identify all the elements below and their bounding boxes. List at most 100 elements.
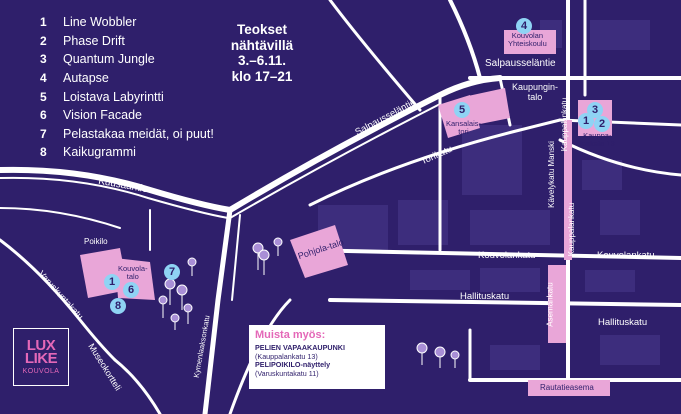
exhibition-hours: klo 17–21 [231, 68, 293, 84]
building-label: Rautatieasema [540, 383, 594, 392]
exhibition-info: Teokset nähtävillä 3.–6.11. klo 17–21 [222, 22, 302, 84]
tree-icon [416, 342, 428, 365]
trees [158, 237, 460, 368]
info-line: PELIEN VAPAAKAUPUNKI [255, 343, 345, 352]
road-kuusaantie-b [0, 176, 229, 219]
info-title: Muista myös: [255, 329, 326, 341]
city-block [582, 160, 622, 190]
marker-1[interactable]: 1 [104, 274, 120, 290]
logo-word: LIKE [24, 350, 58, 367]
building-label: Kaupungin- talo [512, 82, 558, 102]
city-block [490, 345, 540, 370]
tree-icon [183, 303, 193, 324]
legend-label: Vision Facade [63, 108, 142, 123]
legend-number: 8 [40, 145, 47, 160]
building-kavelykatu [564, 120, 572, 260]
city-block [585, 270, 635, 292]
legend-number: 7 [40, 126, 47, 141]
street-label: Kävelykatu Manski [546, 141, 556, 208]
legend-item: 3 Quantum Jungle [40, 50, 214, 69]
legend-label: Quantum Jungle [63, 52, 155, 67]
building-label: Kouvola- talo [118, 265, 148, 281]
road-north [448, 0, 482, 80]
street-label: Kouvolankatu [478, 250, 536, 261]
street-label: Salpausseläntie [485, 58, 556, 69]
legend-number: 6 [40, 108, 47, 123]
building-label-line: Yhteiskoulu [508, 39, 547, 48]
road-kouvolankatu [298, 248, 681, 260]
legend-label: Phase Drift [63, 33, 125, 48]
street-label: Kouvolankatu [597, 250, 655, 261]
tree-icon [176, 284, 188, 310]
city-block [600, 335, 660, 365]
city-block [480, 268, 540, 292]
building-kaupungintalo [468, 88, 510, 125]
road-kymenlaaksonkatu [202, 207, 233, 414]
marker-5[interactable]: 5 [454, 102, 470, 118]
tree-icon [252, 242, 264, 270]
road-kymenlaaksonkatu-b [231, 214, 241, 301]
building-pohjola [290, 225, 348, 278]
building-rautatieasema [528, 380, 610, 396]
building-asemankatu [548, 265, 566, 343]
city-block [410, 270, 470, 290]
city-block [470, 210, 550, 245]
building-label: Poikilo [84, 237, 108, 246]
road-east-2 [558, 138, 681, 177]
marker-6[interactable]: 6 [123, 282, 139, 298]
info-line: PELIPOIKILO-näyttely [255, 360, 331, 370]
building-yhteiskoulu [504, 30, 556, 54]
tree-icon [158, 295, 168, 318]
street-label: Kauppalankatu [560, 97, 570, 152]
marker-8[interactable]: 8 [110, 298, 126, 314]
building-label: Kouvolan Yhteiskoulu [508, 32, 547, 48]
legend-number: 1 [40, 15, 47, 30]
city-block [590, 20, 650, 50]
street-label: Hallituskatu [598, 317, 648, 328]
tree-icon [258, 249, 270, 275]
exhibition-subtitle: nähtävillä [230, 37, 294, 53]
building-label-line: Kaupungin- [512, 82, 559, 92]
building-label: Kansalais- tori [446, 120, 481, 136]
building-label-line: talo [527, 92, 543, 102]
road-hallituskatu [328, 298, 681, 307]
luxlike-logo: LUX LIKE KOUVOLA [13, 328, 69, 386]
building-label-line: lankatu 13 [580, 139, 615, 148]
road-north-2 [328, 0, 422, 112]
tree-icon [450, 350, 460, 368]
legend-number: 4 [40, 71, 47, 86]
building-label-line: Kouvolan [511, 31, 544, 40]
building-label-line: Kauppa- [583, 131, 612, 140]
legend-label: Kaikugrammi [63, 145, 136, 160]
marker-7[interactable]: 7 [164, 264, 180, 280]
road-torikatu [308, 118, 562, 207]
city-block [600, 200, 640, 235]
street-label: Kauppalankatu [567, 202, 577, 257]
legend-label: Line Wobbler [63, 15, 137, 30]
legend-item: 6 Vision Facade [40, 106, 214, 125]
road-museokortteli [113, 358, 162, 414]
marker-2[interactable]: 2 [594, 116, 610, 132]
legend-number: 3 [40, 52, 47, 67]
street-label: Hallituskatu [460, 291, 510, 302]
logo-subtitle: KOUVOLA [22, 368, 60, 375]
logo-word: LUX [26, 337, 56, 354]
tree-icon [170, 313, 180, 330]
marker-1[interactable]: 1 [578, 113, 594, 129]
info-box: Muista myös: PELIEN VAPAAKAUPUNKI (Kaupp… [249, 325, 385, 389]
tree-icon [434, 346, 446, 368]
building-label-line: talo [126, 272, 139, 281]
marker-4[interactable]: 4 [516, 18, 532, 34]
legend-item: 8 Kaikugrammi [40, 143, 214, 162]
legend-label: Loistava Labyrintti [63, 89, 164, 104]
tree-icon [273, 237, 283, 256]
building-label-line: Kouvola- [118, 264, 148, 273]
building-label: Kauppa- lankatu 13 [580, 132, 615, 148]
